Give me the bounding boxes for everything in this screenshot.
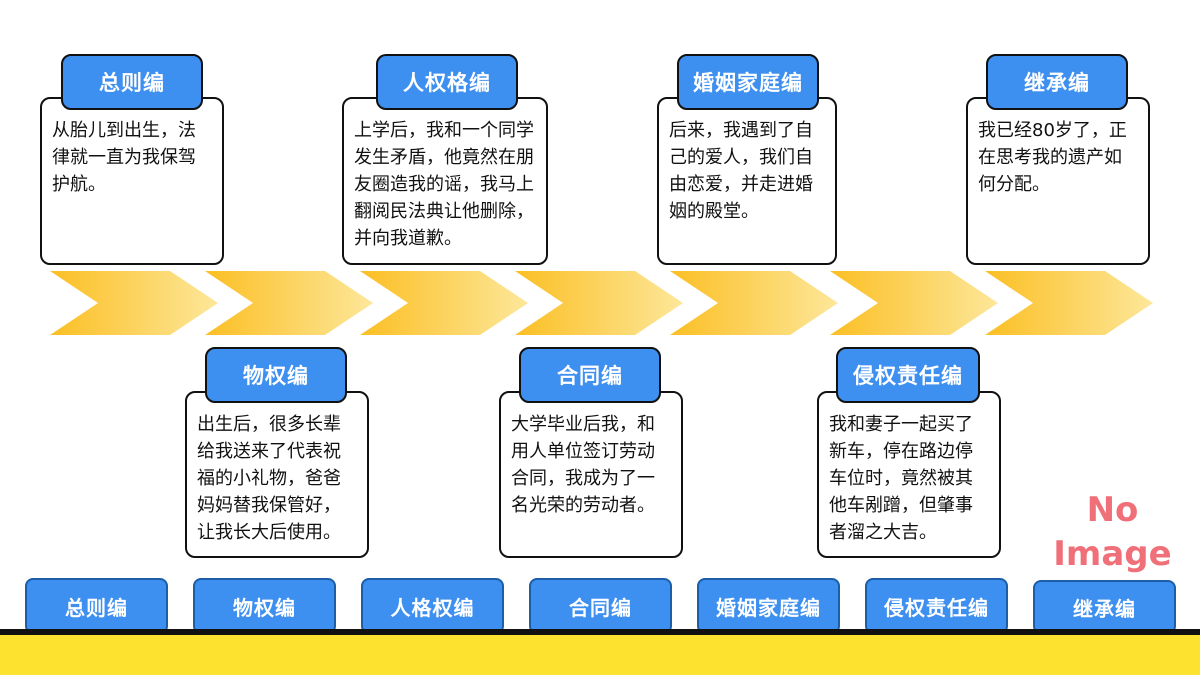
- chevron-arrow-6: [830, 271, 998, 335]
- chevron-arrow-2: [205, 271, 373, 335]
- nav-tab-contract[interactable]: 合同编: [529, 578, 672, 634]
- chevron-arrow-1: [50, 271, 218, 335]
- chevron-arrow-5: [670, 271, 838, 335]
- tag-bottom-1: 物权编: [205, 347, 347, 403]
- no-image-line-2: Image: [1053, 534, 1172, 574]
- tag-top-3: 婚姻家庭编: [677, 54, 819, 110]
- nav-tab-personality[interactable]: 人格权编: [361, 578, 504, 634]
- tag-bottom-3: 侵权责任编: [836, 347, 980, 403]
- tag-bottom-2: 合同编: [519, 347, 661, 403]
- card-bottom-2: 大学毕业后我，和用人单位签订劳动合同，我成为了一名光荣的劳动者。: [499, 391, 683, 558]
- yellow-band: [0, 635, 1200, 675]
- no-image-placeholder: No Image: [1040, 488, 1185, 576]
- tag-top-4: 继承编: [986, 54, 1128, 110]
- nav-tab-property[interactable]: 物权编: [193, 578, 336, 634]
- card-top-1: 从胎儿到出生，法律就一直为我保驾护航。: [40, 97, 224, 265]
- nav-tab-tort[interactable]: 侵权责任编: [865, 578, 1008, 634]
- tag-top-1: 总则编: [61, 54, 203, 110]
- nav-tab-marriage[interactable]: 婚姻家庭编: [697, 578, 840, 634]
- card-bottom-1: 出生后，很多长辈给我送来了代表祝福的小礼物，爸爸妈妈替我保管好，让我长大后使用。: [185, 391, 369, 558]
- card-bottom-3: 我和妻子一起买了新车，停在路边停车位时，竟然被其他车剐蹭，但肇事者溜之大吉。: [817, 391, 1001, 558]
- chevron-arrow-3: [360, 271, 528, 335]
- chevron-arrow-4: [515, 271, 683, 335]
- nav-tab-general[interactable]: 总则编: [25, 578, 168, 634]
- card-top-3: 后来，我遇到了自己的爱人，我们自由恋爱，并走进婚姻的殿堂。: [657, 97, 837, 265]
- chevron-arrow-7: [985, 271, 1153, 335]
- timeline-arrows: [50, 271, 1153, 335]
- tag-top-2: 人权格编: [376, 54, 518, 110]
- card-top-4: 我已经80岁了，正在思考我的遗产如何分配。: [966, 97, 1150, 265]
- nav-tab-inheritance[interactable]: 继承编: [1033, 580, 1176, 634]
- baseline: [0, 629, 1200, 635]
- no-image-line-1: No: [1086, 490, 1139, 530]
- card-top-2: 上学后，我和一个同学发生矛盾，他竟然在朋友圈造我的谣，我马上翻阅民法典让他删除，…: [342, 97, 548, 265]
